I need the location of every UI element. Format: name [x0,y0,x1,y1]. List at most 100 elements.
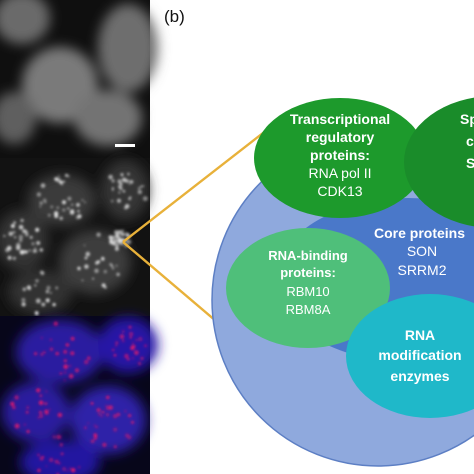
speckle-dot [122,190,126,193]
speckle-dot [45,465,48,467]
speckle-dot [116,242,119,246]
speckle-dot [52,303,56,307]
speckle-dot [46,285,51,290]
speckle-dot [144,344,147,347]
speckle-dot [112,189,114,191]
speckle-dots [3,172,148,316]
splicing-text-line-1: Sp [460,111,474,127]
speckle-dot [70,351,75,356]
speckle-dot [85,251,91,257]
speckle-dot [36,241,41,245]
speckle-dot [124,232,129,237]
speckle-dot [119,334,125,339]
speckle-dot [39,248,43,252]
speckle-dot [54,211,59,216]
speckle-dot [113,427,118,432]
speckle-dot [115,235,118,238]
speckle-dot [18,224,24,230]
speckle-dot [70,203,74,206]
speckle-dot [35,279,39,283]
speckle-dot [84,426,87,430]
speckle-dot [127,172,130,176]
speckle-dot [121,330,125,333]
speckle-dot [44,409,49,414]
splicing-proteins-ellipse [404,97,474,227]
speckle-dot [7,255,12,260]
speckle-dot [128,331,134,337]
speckle-dot [94,268,99,273]
speckle-dot [115,341,119,345]
speckle-dot [52,435,56,439]
rna-modification-title-line-3: enzymes [390,368,449,384]
speckle-dot [63,359,67,363]
speckle-dot [68,364,72,368]
speckle-dot [111,235,116,240]
speckle-dot [71,468,76,473]
speckle-dot [84,201,86,203]
speckle-dot [65,174,68,177]
speckle-dot [118,191,121,194]
speckle-dot [43,198,47,202]
speckle-dot [114,230,119,235]
speckle-dot [56,206,60,209]
speckle-dot [55,351,59,356]
speckle-dot [40,337,43,339]
speckle-dot [111,179,115,183]
speckle-dot [22,229,27,234]
speckle-dot [65,343,70,347]
core-proteins-title: Core proteins [374,225,465,241]
speckle-dot [14,395,19,400]
speckle-dot [108,405,113,410]
speckle-dot [63,364,68,370]
speckle-dot [45,298,50,303]
speckle-dot [56,178,61,183]
speckle-dot [48,408,51,411]
speckle-dot [55,286,58,290]
transcriptional-member-2: CDK13 [317,183,362,199]
speckle-dot [67,196,72,201]
speckle-dot [8,231,13,236]
speckle-dot [115,247,119,251]
speckle-dot [138,336,143,342]
speckle-dot [61,183,63,186]
speckle-dot [100,414,104,418]
speckle-dot [39,410,42,414]
speckle-dot [10,224,15,228]
speckle-dot [121,177,127,183]
scale-bar [115,144,135,147]
speckle-dot [40,271,45,276]
speckle-dot [117,198,121,203]
speckle-dot [84,264,89,269]
speckle-dot [77,209,80,213]
core-member-2: SRRM2 [397,262,446,278]
speckle-dot [37,468,41,473]
rna-binding-title-line-1: RNA-binding [268,248,347,263]
transcriptional-title-line-1: Transcriptional [290,111,390,127]
speckle-dot [76,203,80,207]
speckle-dot [101,410,105,414]
speckle-dot [96,408,101,413]
speckle-dot [92,277,94,280]
speckle-dot [68,373,74,379]
speckle-dot [26,429,30,434]
speckle-dot [125,179,129,183]
speckle-dot [54,459,59,464]
speckle-dot [140,356,144,361]
speckle-dot [10,401,15,406]
splicing-text-line-2: c [466,133,474,149]
speckle-dot [37,453,40,457]
rna-modification-title-line-1: RNA [405,327,435,343]
speckle-dot [111,187,114,190]
speckle-dot [34,284,37,287]
speckle-dot [110,264,114,267]
speckle-dot [140,185,143,188]
speckle-dot [103,270,107,274]
speckle-dot [13,221,16,224]
speckle-dot [121,229,125,232]
speckle-dot [96,232,101,237]
speckle-dot [25,233,29,237]
transcriptional-proteins-ellipse [254,98,426,218]
speckle-dot [93,433,97,437]
speckle-dot [112,241,116,246]
rna-modification-label: RNA modification enzymes [378,327,461,384]
